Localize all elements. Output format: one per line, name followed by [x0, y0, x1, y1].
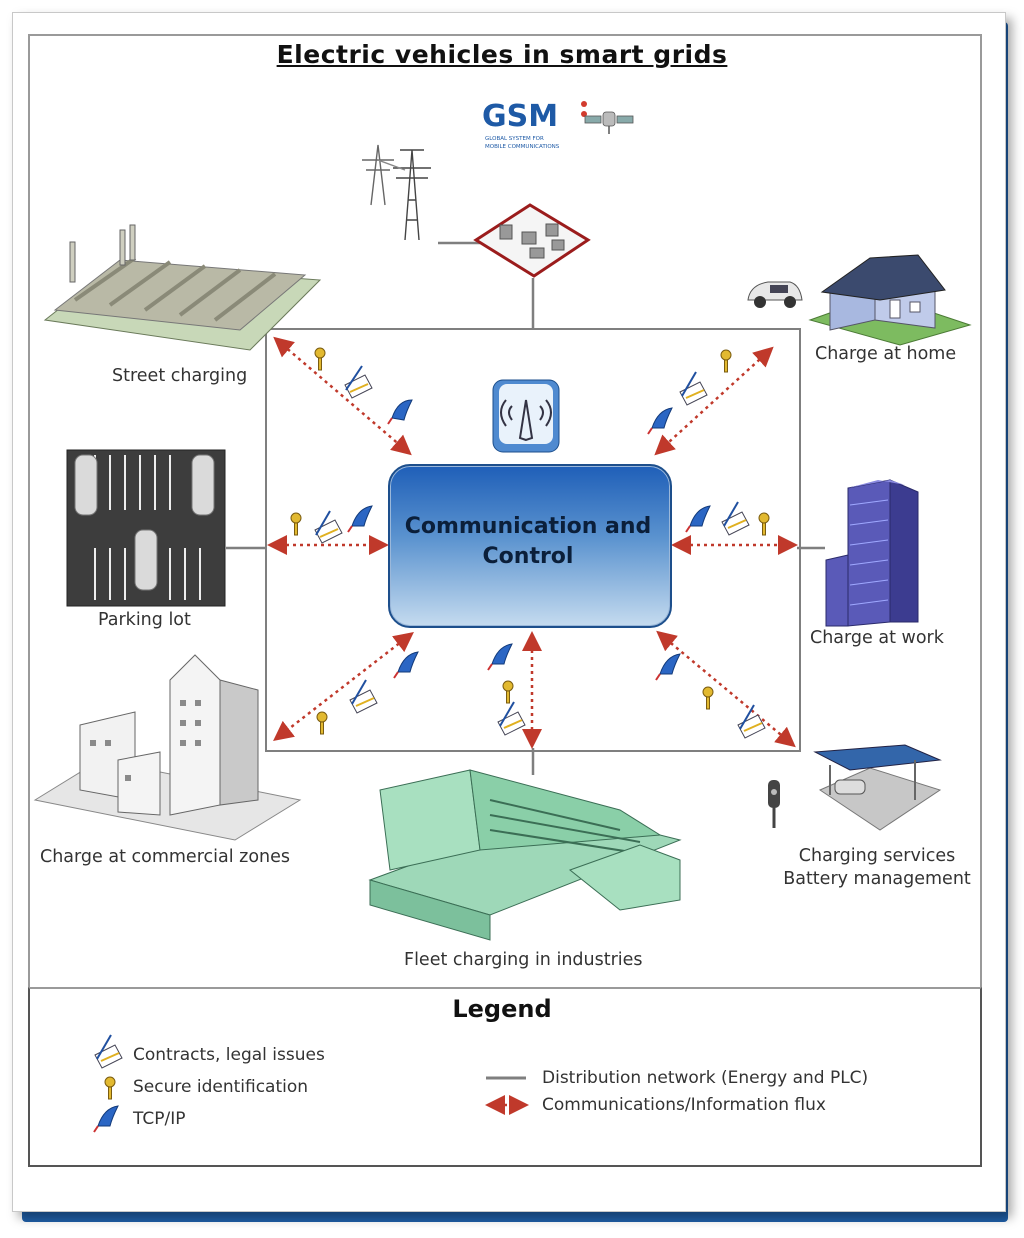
- label-parking-lot: Parking lot: [98, 610, 191, 630]
- antenna-tower-icon: [492, 379, 560, 453]
- contract-icon: [349, 679, 378, 714]
- tcpip-icon: [93, 1105, 119, 1133]
- tcpip-icon: [347, 505, 373, 533]
- tcpip-icon: [655, 653, 681, 681]
- flux-top-left: [273, 336, 412, 456]
- label-charge-at-work: Charge at work: [810, 628, 944, 648]
- flux-bottom-right: [656, 630, 796, 748]
- tcpip-icon: [647, 407, 673, 435]
- key-icon: [290, 512, 302, 536]
- tcpip-icon: [685, 505, 711, 533]
- tcpip-icon: [393, 651, 419, 679]
- label-fleet-charging: Fleet charging in industries: [404, 950, 643, 970]
- charge-at-work-illustration: [825, 479, 919, 627]
- legend-tcpip-label: TCP/IP: [133, 1109, 186, 1129]
- tcpip-icon: [387, 399, 413, 425]
- legend-secure-id-label: Secure identification: [133, 1077, 309, 1097]
- power-tower-icon: [362, 144, 431, 241]
- key-icon-group: [104, 347, 770, 1100]
- key-icon: [314, 347, 326, 371]
- key-icon: [316, 711, 328, 735]
- contract-icon: [94, 1034, 123, 1069]
- fleet-industry-illustration: [368, 769, 682, 941]
- legend-contracts-label: Contracts, legal issues: [133, 1045, 325, 1065]
- tcpip-icon-group: [93, 399, 711, 1133]
- key-icon: [502, 680, 514, 704]
- contract-icon: [737, 704, 766, 739]
- satellite-icon: [584, 111, 634, 134]
- label-battery-management: Battery management: [783, 869, 971, 889]
- contract-icon: [497, 701, 526, 736]
- tcpip-icon: [487, 643, 513, 671]
- substation-icon: [473, 203, 591, 278]
- contract-icon: [679, 371, 708, 406]
- distribution-lines: [226, 241, 825, 775]
- contract-icon: [721, 501, 750, 536]
- gsm-logo-icon: GSM GLOBAL SYSTEM FOR MOBILE COMMUNICATI…: [482, 96, 587, 150]
- electric-car-icon: [747, 281, 803, 308]
- svg-text:MOBILE COMMUNICATIONS: MOBILE COMMUNICATIONS: [485, 144, 560, 150]
- commercial-zones-illustration: [33, 654, 302, 841]
- label-street-charging: Street charging: [112, 366, 248, 386]
- parking-lot-illustration: [66, 449, 226, 607]
- legend-distribution-label: Distribution network (Energy and PLC): [542, 1068, 869, 1088]
- contract-icon: [344, 365, 373, 399]
- label-charging-services: Charging services: [798, 846, 956, 866]
- gsm-logo-text: GSM: [482, 99, 558, 134]
- charge-at-home-illustration: [808, 254, 972, 346]
- street-charging-illustration: [43, 224, 322, 351]
- communication-control-label: Communication and Control: [388, 512, 668, 572]
- key-icon: [758, 512, 770, 536]
- key-icon: [720, 349, 732, 373]
- flux-top-right: [654, 346, 774, 456]
- key-icon: [702, 686, 714, 710]
- control-zone-frame: [265, 328, 801, 752]
- center-label-line1: Communication and: [404, 514, 652, 539]
- legend-title: Legend: [452, 995, 552, 1023]
- info-flux-arrows: [267, 336, 798, 749]
- diagram-title: Electric vehicles in smart grids: [276, 40, 728, 69]
- label-charge-at-home: Charge at home: [815, 344, 957, 364]
- flux-bottom-left: [273, 631, 414, 742]
- charging-plug-icon: [768, 780, 780, 828]
- communication-control-box: [388, 464, 672, 628]
- label-commercial-zones: Charge at commercial zones: [40, 847, 291, 867]
- contract-icon: [314, 510, 343, 544]
- svg-text:GLOBAL SYSTEM FOR: GLOBAL SYSTEM FOR: [485, 136, 544, 142]
- key-icon: [104, 1076, 116, 1100]
- charging-services-illustration: [813, 744, 942, 831]
- contract-icon-group: [94, 365, 766, 1069]
- center-label-line2: Control: [482, 544, 574, 569]
- legend-flux-label: Communications/Information flux: [542, 1095, 826, 1115]
